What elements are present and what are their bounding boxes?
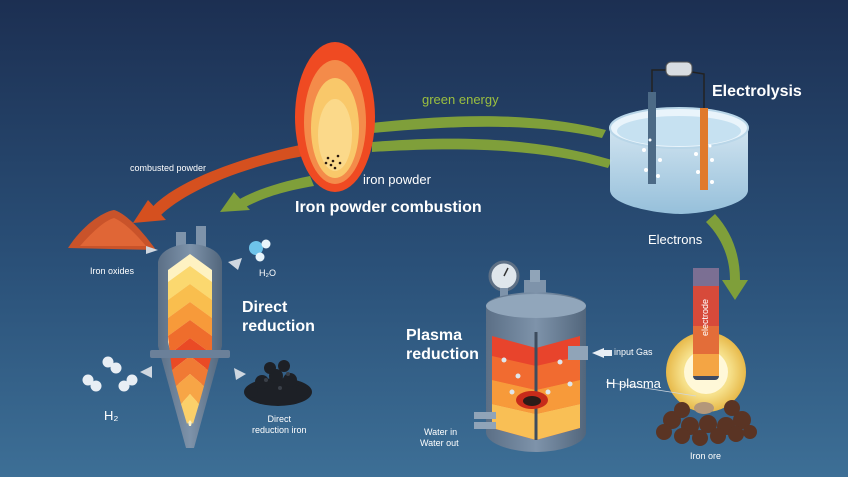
plasma-reduction-line1: Plasma (406, 327, 463, 344)
dri-pile (244, 360, 312, 406)
water-out-label: Water out (420, 438, 459, 448)
reduction-return-arrow (238, 176, 314, 208)
direct-reduction-line2: reduction (242, 318, 315, 335)
direct-reduction-iron-line2: reduction iron (252, 425, 307, 435)
electrons-arrowhead (722, 280, 748, 300)
combusted-powder-label: combusted powder (130, 163, 207, 173)
iron-powder-combustion-title: Iron powder combustion (295, 199, 482, 216)
direct-reduction-iron-label: Direct reduction iron (252, 414, 307, 436)
shaft-furnace (150, 226, 230, 448)
direct-reduction-iron-line1: Direct (267, 414, 292, 424)
electrolysis-tank (609, 61, 749, 214)
plasma-reduction-title: Plasma reduction (406, 326, 479, 364)
reduction-return-arrowhead (220, 192, 250, 212)
direct-reduction-title: Direct reduction (242, 298, 315, 336)
combustion-flame (295, 42, 375, 192)
iron-ore-pile (656, 400, 757, 446)
plasma-electrode-assembly (605, 268, 746, 412)
input-gas-label: input Gas (614, 347, 653, 357)
water-outlet-arrow (228, 258, 242, 270)
direct-reduction-line1: Direct (242, 299, 288, 316)
iron-ore-label: Iron ore (690, 451, 722, 461)
oxide-outlet-arrow (146, 246, 158, 254)
iron-oxides-pile (68, 210, 156, 250)
electrode-label: electrode (700, 298, 710, 336)
dri-outlet-arrow (234, 368, 246, 380)
plasma-reactor (474, 260, 612, 452)
iron-oxides-label: Iron oxides (90, 266, 135, 276)
h-plasma-label: H plasma (606, 376, 661, 391)
h2o-molecule (249, 239, 271, 262)
iron-powder-label: iron powder (363, 172, 431, 187)
green-energy-label: green energy (422, 92, 499, 107)
h2o-label: H₂O (259, 268, 276, 278)
hydrogen-inlet-arrow (140, 366, 152, 378)
electrons-label: Electrons (648, 232, 703, 247)
green-energy-arrow-lower (372, 138, 612, 168)
green-energy-arrow-upper (372, 116, 606, 138)
water-in-label: Water in (424, 427, 458, 437)
electrons-arrow (706, 214, 740, 280)
combusted-powder-arrow (150, 145, 304, 216)
electrolysis-title: Electrolysis (712, 83, 802, 100)
h2-label: H₂ (104, 408, 119, 423)
plasma-reduction-line2: reduction (406, 346, 479, 363)
combusted-powder-arrowhead (133, 200, 166, 223)
h2-molecules (82, 356, 138, 392)
